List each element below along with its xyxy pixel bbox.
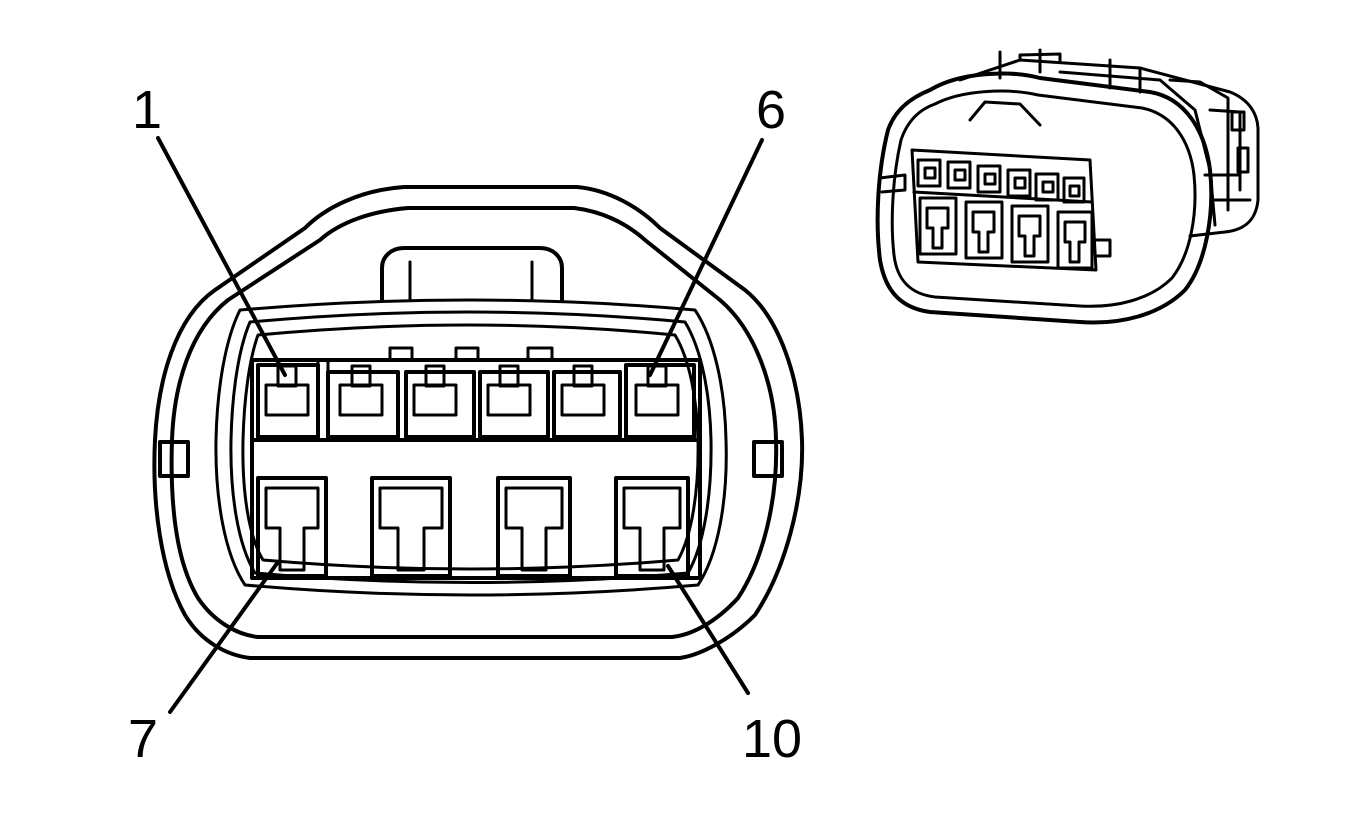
pin-label-10: 10 <box>742 709 802 769</box>
connector-front-shell <box>875 71 1214 325</box>
left-side-tab <box>158 440 190 478</box>
iso-top-row-cavities <box>916 158 1086 204</box>
cavity-2 <box>326 364 400 439</box>
bottom-row-cavities <box>256 476 690 578</box>
cavity-6 <box>624 363 696 439</box>
seal-ring-3 <box>241 323 700 571</box>
connector-isometric-view <box>875 48 1260 325</box>
cavity-7 <box>256 476 328 578</box>
cavity-5 <box>552 364 622 439</box>
iso-bottom-row-cavities <box>918 196 1094 270</box>
right-side-tab <box>752 440 784 478</box>
cavity-3 <box>404 364 476 439</box>
leader-line-7 <box>168 560 280 714</box>
seal-ring-1 <box>214 298 728 597</box>
pin-label-7: 7 <box>128 709 158 769</box>
connector-front-insert <box>910 148 1098 272</box>
connector-outer-shell <box>152 185 805 660</box>
top-row-cavities <box>256 346 696 439</box>
cavity-1 <box>256 363 320 439</box>
latch-housing <box>380 246 564 302</box>
cavity-4 <box>478 364 550 439</box>
leader-line-10 <box>666 564 750 695</box>
connector-shell-inner <box>169 206 779 639</box>
pin-label-1: 1 <box>132 80 162 140</box>
leader-line-1 <box>156 136 287 377</box>
connector-face-view: 1 6 7 10 <box>128 80 805 769</box>
connector-rear-body <box>958 58 1260 238</box>
cavity-9 <box>496 476 572 578</box>
pin-label-6: 6 <box>756 80 786 140</box>
leader-line-6 <box>648 138 764 377</box>
cavity-10 <box>614 476 690 578</box>
cavity-8 <box>370 476 452 578</box>
